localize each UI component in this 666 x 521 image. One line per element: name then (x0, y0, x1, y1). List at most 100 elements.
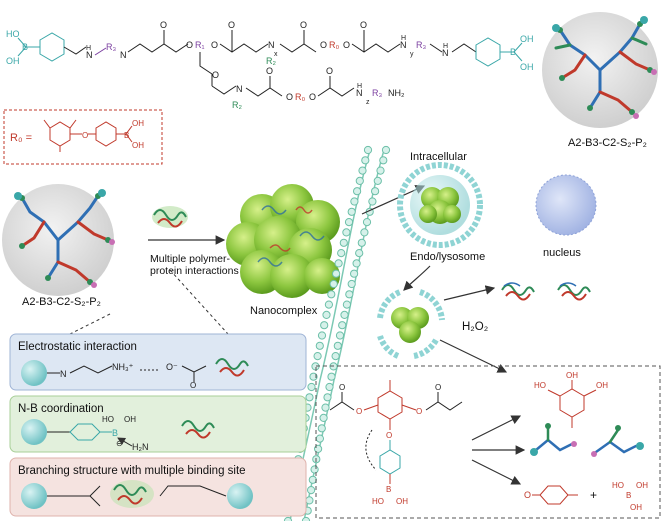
lipid-head (368, 197, 377, 206)
svg-text:N: N (268, 40, 275, 50)
svg-text:OH: OH (396, 497, 408, 506)
r0-definition-box: R₀ = O B OH OH (3, 109, 163, 165)
lipid-head (381, 145, 391, 155)
svg-text:N: N (120, 50, 127, 60)
lipid-head (360, 228, 369, 237)
branching-panel: Branching structure with multiple bindin… (9, 457, 307, 517)
lipid-head (321, 403, 330, 412)
lipid-head (347, 279, 356, 289)
svg-text:O: O (212, 70, 219, 80)
svg-text:H: H (401, 35, 406, 42)
lipid-head (305, 393, 314, 402)
lipid-head (355, 176, 364, 185)
nucleus-label: nucleus (543, 247, 581, 259)
lipid-head (358, 166, 367, 175)
svg-text:y: y (410, 51, 414, 58)
lipid-head (329, 279, 338, 289)
lipid-head (327, 290, 336, 299)
svg-text:O: O (343, 40, 350, 50)
lipid-head (334, 259, 343, 268)
svg-text:O: O (326, 66, 333, 76)
lipid-head (327, 372, 336, 381)
svg-text:R₂: R₂ (266, 56, 276, 66)
polymer-bead-2 (21, 419, 47, 445)
svg-text:OH: OH (132, 141, 144, 150)
lipid-head (342, 228, 351, 237)
svg-text:R₁: R₁ (195, 40, 205, 50)
svg-text:O: O (160, 20, 167, 30)
svg-text:R₃: R₃ (372, 88, 382, 98)
svg-text:HO: HO (102, 415, 114, 424)
lipid-head (376, 166, 385, 175)
callout-line-right (169, 269, 229, 335)
nucleus (535, 174, 597, 236)
disrupted-endosome (377, 289, 445, 359)
interactions-label: Multiple polymer-protein interactions (150, 253, 239, 277)
svg-text:B: B (124, 131, 129, 140)
svg-text:OH: OH (630, 503, 642, 512)
svg-text:O: O (524, 490, 531, 500)
lipid-head (313, 352, 322, 361)
r0-label: R₀ = (10, 132, 32, 144)
svg-text:R₃: R₃ (106, 42, 116, 52)
polymer-name-top: A2-B3-C2-S₂-P₂ (568, 137, 647, 149)
svg-text:O: O (190, 381, 196, 390)
svg-text:O: O (186, 40, 193, 50)
svg-text:N: N (400, 40, 407, 50)
triol-product (547, 380, 597, 428)
svg-text:O⁻: O⁻ (166, 362, 178, 372)
svg-text:OH: OH (520, 62, 534, 72)
lipid-head (371, 187, 380, 196)
boric-acid: HO B OH OH (612, 481, 648, 512)
svg-text:NH₂: NH₂ (388, 88, 405, 98)
degradation-mechanism-box: O O O O O B HO OH (315, 365, 661, 519)
svg-text:H: H (357, 83, 362, 90)
lipid-head (373, 176, 382, 185)
svg-text:R₀: R₀ (329, 40, 339, 50)
lipid-head (317, 331, 327, 340)
escape-arrow (403, 265, 431, 291)
protein-icon-branch (110, 480, 154, 508)
lipid-head (362, 218, 372, 227)
lipid-head (305, 496, 314, 505)
svg-text:OH: OH (6, 56, 20, 66)
right-phenylboronic-group (475, 37, 523, 67)
svg-text:OH: OH (636, 481, 648, 490)
lipid-head (310, 465, 319, 474)
protein-icon-nb (181, 420, 215, 439)
svg-text:O: O (266, 66, 273, 76)
lipid-head (350, 197, 359, 206)
svg-text:x: x (274, 51, 278, 58)
svg-text:H: H (86, 45, 91, 52)
lipid-head (317, 424, 326, 433)
svg-text:HO: HO (6, 29, 20, 39)
lipid-head (325, 382, 334, 392)
svg-text:HO: HO (612, 481, 624, 490)
plus-sign: + (590, 488, 597, 502)
lipid-head (353, 187, 362, 196)
svg-text:R₀: R₀ (295, 92, 305, 102)
svg-text:N: N (356, 88, 363, 98)
released-protein-2 (557, 282, 591, 301)
polymer-name-left: A2-B3-C2-S₂-P₂ (22, 296, 101, 308)
lipid-head (357, 238, 366, 247)
lipid-head (323, 393, 332, 402)
lipid-head (301, 516, 311, 521)
lipid-head (283, 516, 293, 521)
svg-text:HO: HO (534, 381, 546, 390)
intracellular-label: Intracellular (410, 151, 467, 163)
lipid-head (338, 321, 347, 330)
protein-icon-elec (215, 358, 249, 377)
electrostatic-panel: Electrostatic interaction N NH₃⁺ O⁻ O (9, 333, 307, 391)
svg-text:O: O (82, 131, 88, 140)
polymer-bead-3 (21, 483, 47, 509)
nb-coordination-label: N-B coordination (18, 403, 104, 415)
svg-text:OH: OH (566, 371, 578, 380)
release-arrow (443, 285, 496, 301)
lipid-head (363, 145, 373, 155)
lipid-head (320, 321, 329, 330)
svg-text:O: O (320, 40, 327, 50)
lipid-head (345, 290, 354, 299)
lipid-head (319, 413, 328, 422)
